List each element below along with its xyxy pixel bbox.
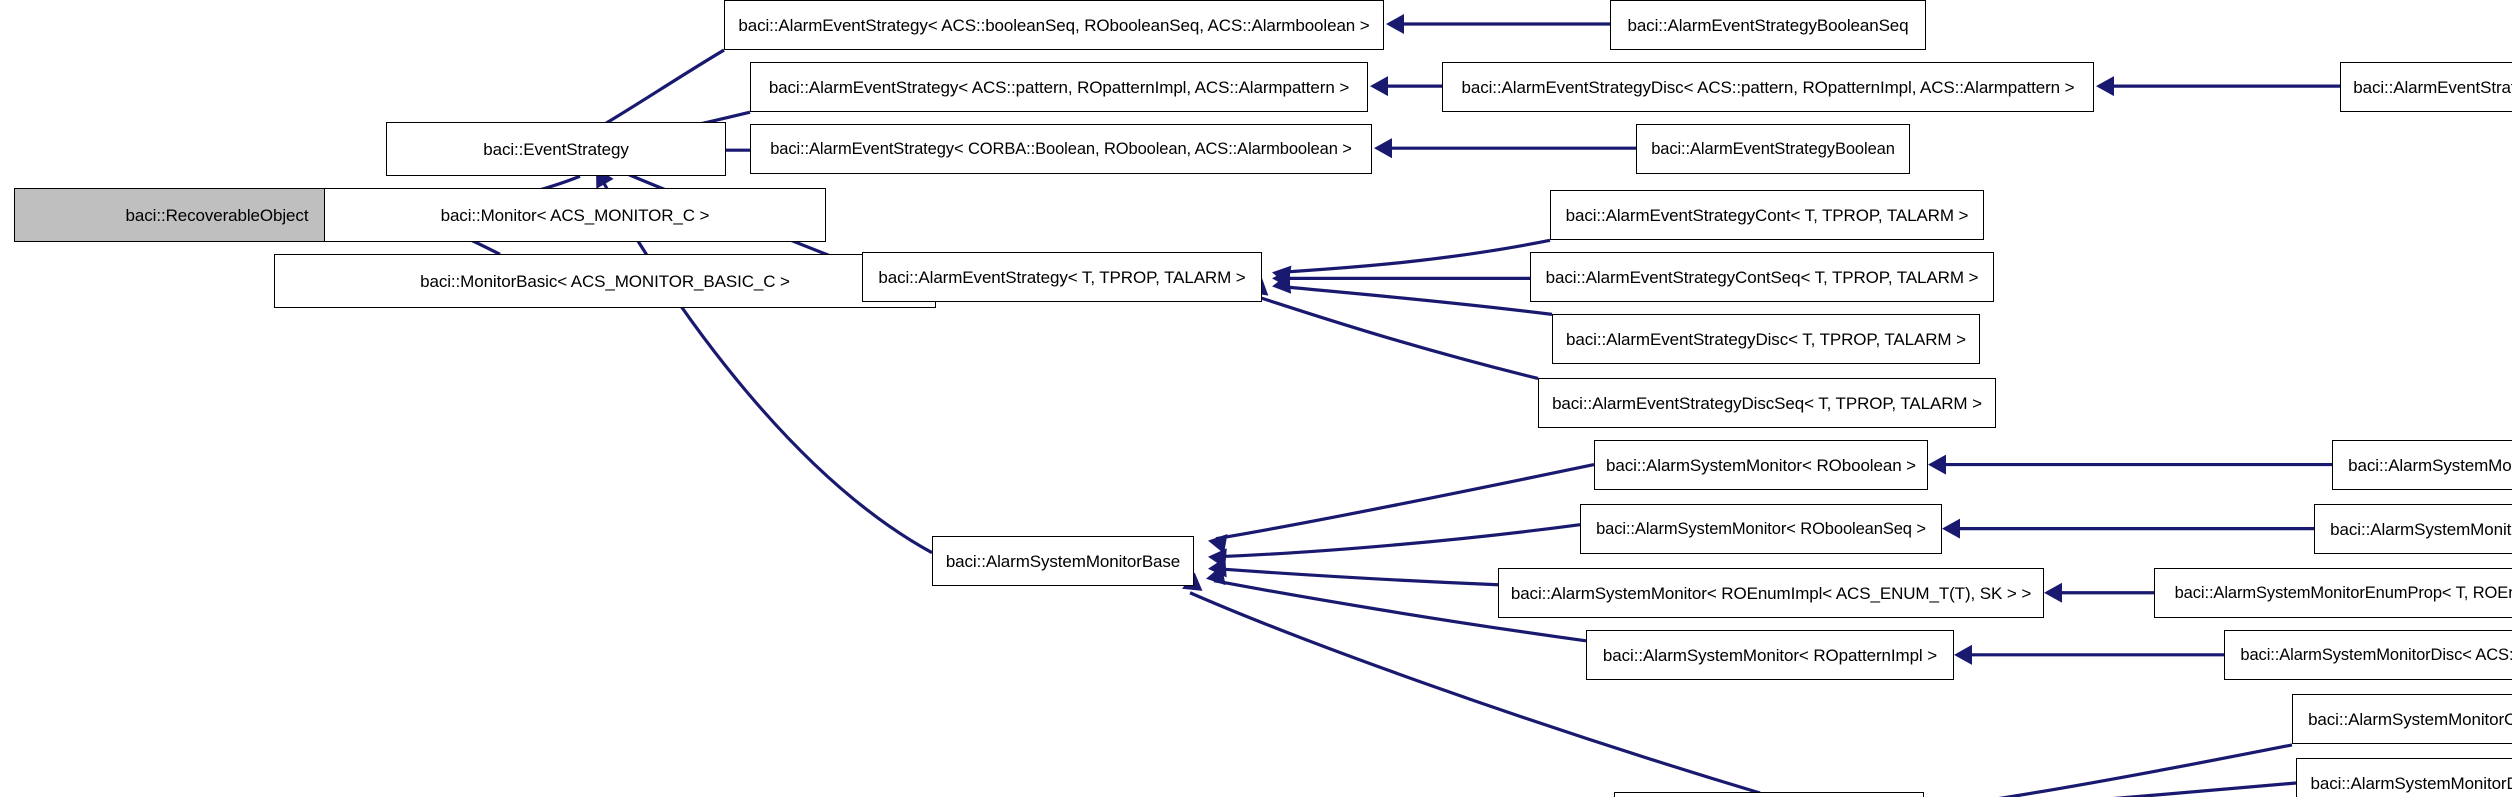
class-node-label: baci::AlarmEventStrategy< T, TPROP, TALA… xyxy=(878,267,1246,287)
inheritance-arrowhead xyxy=(1206,565,1226,586)
class-node-aes_pattern[interactable]: baci::AlarmEventStrategy< ACS::pattern, … xyxy=(750,62,1368,112)
class-node-label: baci::AlarmEventStrategyPattern xyxy=(2353,77,2512,97)
inheritance-edge xyxy=(1215,523,1581,559)
class-node-label: baci::AlarmSystemMonitorDisc< ACS::patte… xyxy=(2240,645,2512,664)
class-node-aesdisc_t[interactable]: baci::AlarmEventStrategyDisc< T, TPROP, … xyxy=(1552,314,1980,364)
class-node-aes_corba_boolean[interactable]: baci::AlarmEventStrategy< CORBA::Boolean… xyxy=(750,124,1372,174)
inheritance-edge xyxy=(1255,294,1539,381)
inheritance-arrowhead xyxy=(1370,76,1388,97)
class-node-eventstrategy[interactable]: baci::EventStrategy xyxy=(386,122,726,176)
class-node-label: baci::AlarmEventStrategyCont< T, TPROP, … xyxy=(1565,205,1969,225)
inheritance-arrowhead xyxy=(1386,14,1404,35)
class-node-asm_roenumimpl[interactable]: baci::AlarmSystemMonitor< ROEnumImpl< AC… xyxy=(1498,568,2044,618)
class-node-label: baci::AlarmEventStrategyDiscSeq< T, TPRO… xyxy=(1552,393,1982,413)
inheritance-arrowhead xyxy=(1942,518,1960,539)
inheritance-arrowhead xyxy=(2096,76,2114,97)
class-node-label: baci::MonitorBasic< ACS_MONITOR_BASIC_C … xyxy=(420,271,790,291)
class-node-aescont[interactable]: baci::AlarmEventStrategyCont< T, TPROP, … xyxy=(1550,190,1984,240)
inheritance-edge xyxy=(1189,591,1761,795)
class-node-label: baci::AlarmSystemMonitor< ROboolean > xyxy=(1606,455,1916,475)
class-node-asmenumprop_t[interactable]: baci::AlarmSystemMonitorEnumProp< T, ROE… xyxy=(2154,568,2512,618)
class-node-label: baci::AlarmEventStrategy< CORBA::Boolean… xyxy=(770,139,1352,158)
inheritance-edge xyxy=(1215,567,1499,587)
class-node-asm_ropatternimpl[interactable]: baci::AlarmSystemMonitor< ROpatternImpl … xyxy=(1586,630,1954,680)
inheritance-arrowhead xyxy=(1954,644,1972,665)
class-node-asm_robooleanseq[interactable]: baci::AlarmSystemMonitor< RObooleanSeq > xyxy=(1580,504,1942,554)
inheritance-edge xyxy=(1215,463,1595,541)
class-node-asmdisc_pattern[interactable]: baci::AlarmSystemMonitorDisc< ACS::patte… xyxy=(2224,630,2512,680)
class-node-label: baci::AlarmEventStrategyContSeq< T, TPRO… xyxy=(1545,267,1979,287)
class-node-label: baci::AlarmSystemMonitorBoolean xyxy=(2348,455,2512,475)
inheritance-arrowhead xyxy=(1208,533,1228,554)
class-node-label: baci::AlarmEventStrategyDisc< ACS::patte… xyxy=(1461,77,2075,97)
class-node-asm_tprop[interactable]: baci::AlarmSystemMonitor< TPROP > xyxy=(1614,792,1924,797)
inheritance-arrowhead xyxy=(1272,273,1292,294)
class-node-label: baci::AlarmEventStrategyBoolean xyxy=(1651,139,1895,158)
class-node-label: baci::EventStrategy xyxy=(483,139,629,159)
inheritance-edge xyxy=(1213,579,1587,643)
class-node-label: baci::AlarmSystemMonitor< ROpatternImpl … xyxy=(1602,645,1938,665)
class-node-label: baci::AlarmSystemMonitorBase xyxy=(945,551,1181,571)
class-node-label: baci::AlarmEventStrategy< ACS::pattern, … xyxy=(768,77,1350,97)
inheritance-edge xyxy=(2113,781,2297,797)
class-node-asmdisc_tprop[interactable]: baci::AlarmSystemMonitorDisc< TPROP > xyxy=(2296,758,2512,797)
class-node-asmcont_tprop[interactable]: baci::AlarmSystemMonitorCont< TPROP > xyxy=(2292,694,2512,744)
class-node-aes_t_tprop_talarm[interactable]: baci::AlarmEventStrategy< T, TPROP, TALA… xyxy=(862,252,1262,302)
class-node-label: baci::Monitor< ACS_MONITOR_C > xyxy=(440,205,710,225)
class-node-aesdisc_pattern[interactable]: baci::AlarmEventStrategyDisc< ACS::patte… xyxy=(1442,62,2094,112)
inheritance-edge xyxy=(1998,743,2293,797)
class-node-label: baci::AlarmSystemMonitorBooleanSeq xyxy=(2330,519,2512,539)
class-node-aesbooleanseq[interactable]: baci::AlarmEventStrategyBooleanSeq xyxy=(1610,0,1926,50)
inheritance-edge xyxy=(1279,284,1553,316)
class-node-aespattern[interactable]: baci::AlarmEventStrategyPattern xyxy=(2340,62,2512,112)
class-node-aes_booleanseq[interactable]: baci::AlarmEventStrategy< ACS::booleanSe… xyxy=(724,0,1384,50)
class-node-label: baci::AlarmEventStrategy< ACS::booleanSe… xyxy=(738,15,1370,35)
class-node-monitorbasic_acs_basic_c[interactable]: baci::MonitorBasic< ACS_MONITOR_BASIC_C … xyxy=(274,254,936,308)
class-node-aesboolean[interactable]: baci::AlarmEventStrategyBoolean xyxy=(1636,124,1910,174)
class-node-asmbase[interactable]: baci::AlarmSystemMonitorBase xyxy=(932,536,1194,586)
class-node-label: baci::AlarmEventStrategyDisc< T, TPROP, … xyxy=(1566,329,1966,349)
inheritance-arrowhead xyxy=(2044,582,2062,603)
inheritance-edge xyxy=(1279,238,1551,274)
class-node-monitor_acs_monitor_c[interactable]: baci::Monitor< ACS_MONITOR_C > xyxy=(324,188,826,242)
class-node-aescontseq[interactable]: baci::AlarmEventStrategyContSeq< T, TPRO… xyxy=(1530,252,1994,302)
class-node-label: baci::RecoverableObject xyxy=(125,205,309,225)
class-node-label: baci::AlarmEventStrategyBooleanSeq xyxy=(1627,15,1909,35)
class-node-label: baci::AlarmSystemMonitorDisc< TPROP > xyxy=(2310,773,2512,793)
class-node-asm_roboolean[interactable]: baci::AlarmSystemMonitor< ROboolean > xyxy=(1594,440,1928,490)
inheritance-arrowhead xyxy=(1928,454,1946,475)
class-node-aesdiscseq_t[interactable]: baci::AlarmEventStrategyDiscSeq< T, TPRO… xyxy=(1538,378,1996,428)
class-node-label: baci::AlarmSystemMonitor< RObooleanSeq > xyxy=(1596,519,1926,538)
class-node-asmboolean[interactable]: baci::AlarmSystemMonitorBoolean xyxy=(2332,440,2512,490)
class-node-label: baci::AlarmSystemMonitorCont< TPROP > xyxy=(2308,709,2512,729)
class-node-asmbooleanseq[interactable]: baci::AlarmSystemMonitorBooleanSeq xyxy=(2314,504,2512,554)
class-node-label: baci::AlarmSystemMonitorEnumProp< T, ROE… xyxy=(2174,583,2512,602)
class-node-label: baci::AlarmSystemMonitor< ROEnumImpl< AC… xyxy=(1510,583,2032,603)
inheritance-arrowhead xyxy=(1374,138,1392,159)
